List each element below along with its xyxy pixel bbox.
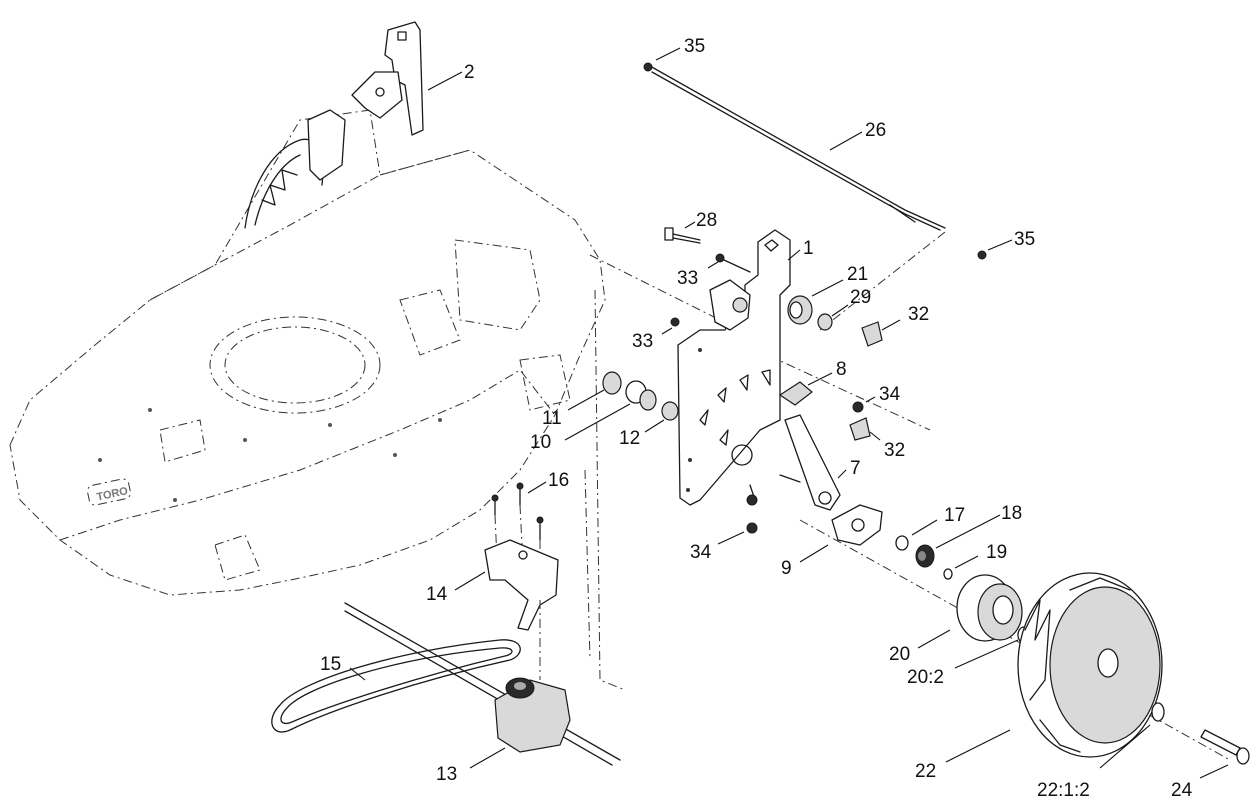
callout-34-right: 34 bbox=[879, 384, 901, 405]
part-35-rod-screw-top bbox=[643, 62, 653, 72]
part-19-clip bbox=[943, 568, 953, 580]
part-11-bushing bbox=[602, 371, 622, 395]
callout-9: 9 bbox=[781, 558, 792, 579]
callout-22-1-2: 22:1:2 bbox=[1037, 780, 1090, 801]
callout-2: 2 bbox=[464, 62, 475, 83]
part-1-height-plate bbox=[677, 229, 791, 506]
part-35-rod-screw-bottom bbox=[977, 250, 987, 260]
callout-14: 14 bbox=[426, 584, 448, 605]
callout-33-upper: 33 bbox=[677, 268, 698, 289]
callout-35-top: 35 bbox=[684, 36, 705, 57]
part-10-bearing bbox=[625, 380, 657, 411]
callout-29: 29 bbox=[850, 287, 871, 308]
callout-20: 20 bbox=[889, 644, 910, 665]
part-18-pinion-gear bbox=[915, 544, 935, 568]
callout-35-right: 35 bbox=[1014, 229, 1035, 250]
part-8-lever bbox=[778, 381, 813, 406]
part-24-bolt bbox=[1200, 729, 1250, 765]
callout-17: 17 bbox=[944, 505, 965, 526]
callout-12: 12 bbox=[619, 428, 640, 449]
part-34-nut-right bbox=[852, 401, 864, 413]
callout-7: 7 bbox=[850, 458, 861, 479]
part-12-spacer bbox=[661, 401, 679, 421]
part-32-knob-upper bbox=[861, 321, 883, 347]
part-20-hub-gear bbox=[956, 574, 1023, 642]
part-14-bracket bbox=[484, 539, 559, 631]
drive-shaft bbox=[344, 602, 621, 766]
callout-32-lower: 32 bbox=[884, 440, 905, 461]
part-7-arm bbox=[779, 414, 841, 511]
part-22-1-2-washer bbox=[1151, 702, 1165, 722]
callout-20-2: 20:2 bbox=[907, 667, 944, 688]
callout-16: 16 bbox=[548, 470, 569, 491]
callout-10: 10 bbox=[530, 432, 551, 453]
callout-1: 1 bbox=[803, 238, 814, 259]
callout-labels: 1 2 7 8 9 10 11 12 13 14 15 16 17 18 19 … bbox=[320, 36, 1193, 801]
part-2-height-bracket bbox=[307, 21, 424, 181]
leader-lines bbox=[349, 47, 1229, 779]
part-21-bushing bbox=[787, 295, 813, 325]
callout-8: 8 bbox=[836, 359, 847, 380]
callout-19: 19 bbox=[986, 542, 1007, 563]
part-28-pin bbox=[664, 227, 701, 244]
callout-34-lower: 34 bbox=[690, 542, 712, 563]
callout-33-lower: 33 bbox=[632, 331, 653, 352]
part-9-pivot-plate bbox=[831, 504, 883, 546]
part-13-transmission bbox=[494, 600, 571, 753]
callout-32-upper: 32 bbox=[908, 304, 929, 325]
callout-24: 24 bbox=[1171, 780, 1193, 801]
callout-22: 22 bbox=[915, 761, 936, 782]
part-15-belt bbox=[271, 639, 521, 733]
callout-11: 11 bbox=[542, 408, 562, 429]
part-34-nut-lower bbox=[746, 484, 758, 534]
part-26-rod bbox=[649, 65, 946, 231]
callout-21: 21 bbox=[847, 264, 868, 285]
part-33-screw-upper bbox=[715, 253, 751, 273]
callout-18: 18 bbox=[1001, 503, 1022, 524]
part-22-wheel bbox=[1017, 572, 1163, 758]
part-29-nut bbox=[817, 313, 833, 331]
callout-15: 15 bbox=[320, 654, 341, 675]
deck-logo: TORO bbox=[96, 485, 130, 503]
callout-28: 28 bbox=[696, 210, 717, 231]
callout-26: 26 bbox=[865, 120, 886, 141]
callout-13: 13 bbox=[436, 764, 457, 785]
part-32-knob-lower bbox=[849, 417, 871, 441]
part-17-washer bbox=[895, 535, 909, 551]
part-33-screw-lower bbox=[670, 317, 680, 327]
part-16-screws bbox=[491, 482, 544, 590]
